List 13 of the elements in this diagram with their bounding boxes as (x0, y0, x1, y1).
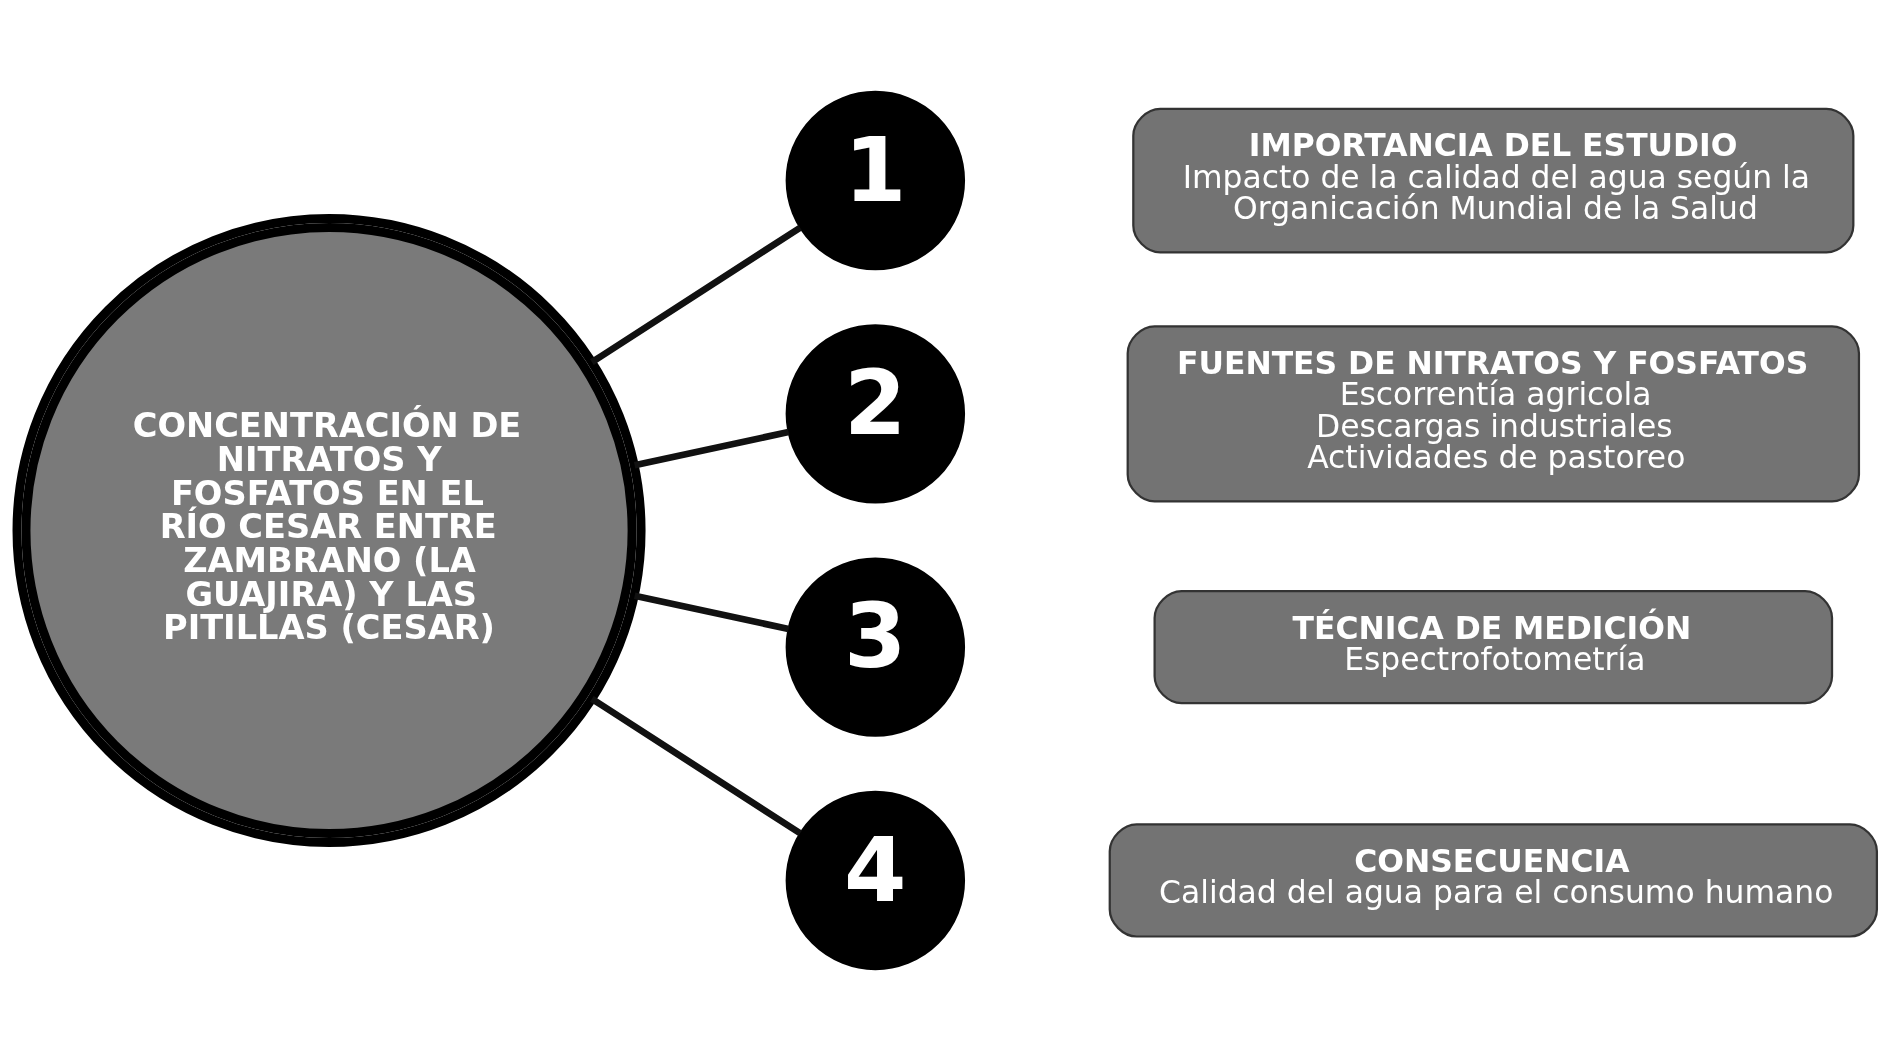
node-circle: 3 (785, 557, 966, 737)
node-circle: CONCENTRACIÓN DE NITRATOS Y FOSFATOS EN EL RÍO CESAR ENTRE ZAMBRANO (LA GUAJIRA) Y LAS PITILLAS (CESAR) (12, 213, 646, 848)
connector (633, 592, 790, 633)
node-box: IMPORTANCIA DEL ESTUDIO Impacto de la calidad del agua según la Organicación Mundial de la Salud (1132, 107, 1855, 254)
node-circle: 4 (785, 790, 966, 971)
node-box: FUENTES DE NITRATOS Y FOSFATOS Escorrentía agricola Descargas industriales Actividades de pastoreo (1126, 325, 1861, 503)
node-circle: 2 (785, 324, 966, 504)
connector (590, 224, 802, 366)
node-box: CONSECUENCIA Calidad del agua para el consumo humano (1108, 823, 1878, 938)
node-box: TÉCNICA DE MEDICIÓN Espectrofotometría (1153, 589, 1834, 705)
node-circle: 1 (785, 90, 966, 271)
connector (590, 695, 802, 837)
connector (633, 428, 790, 469)
